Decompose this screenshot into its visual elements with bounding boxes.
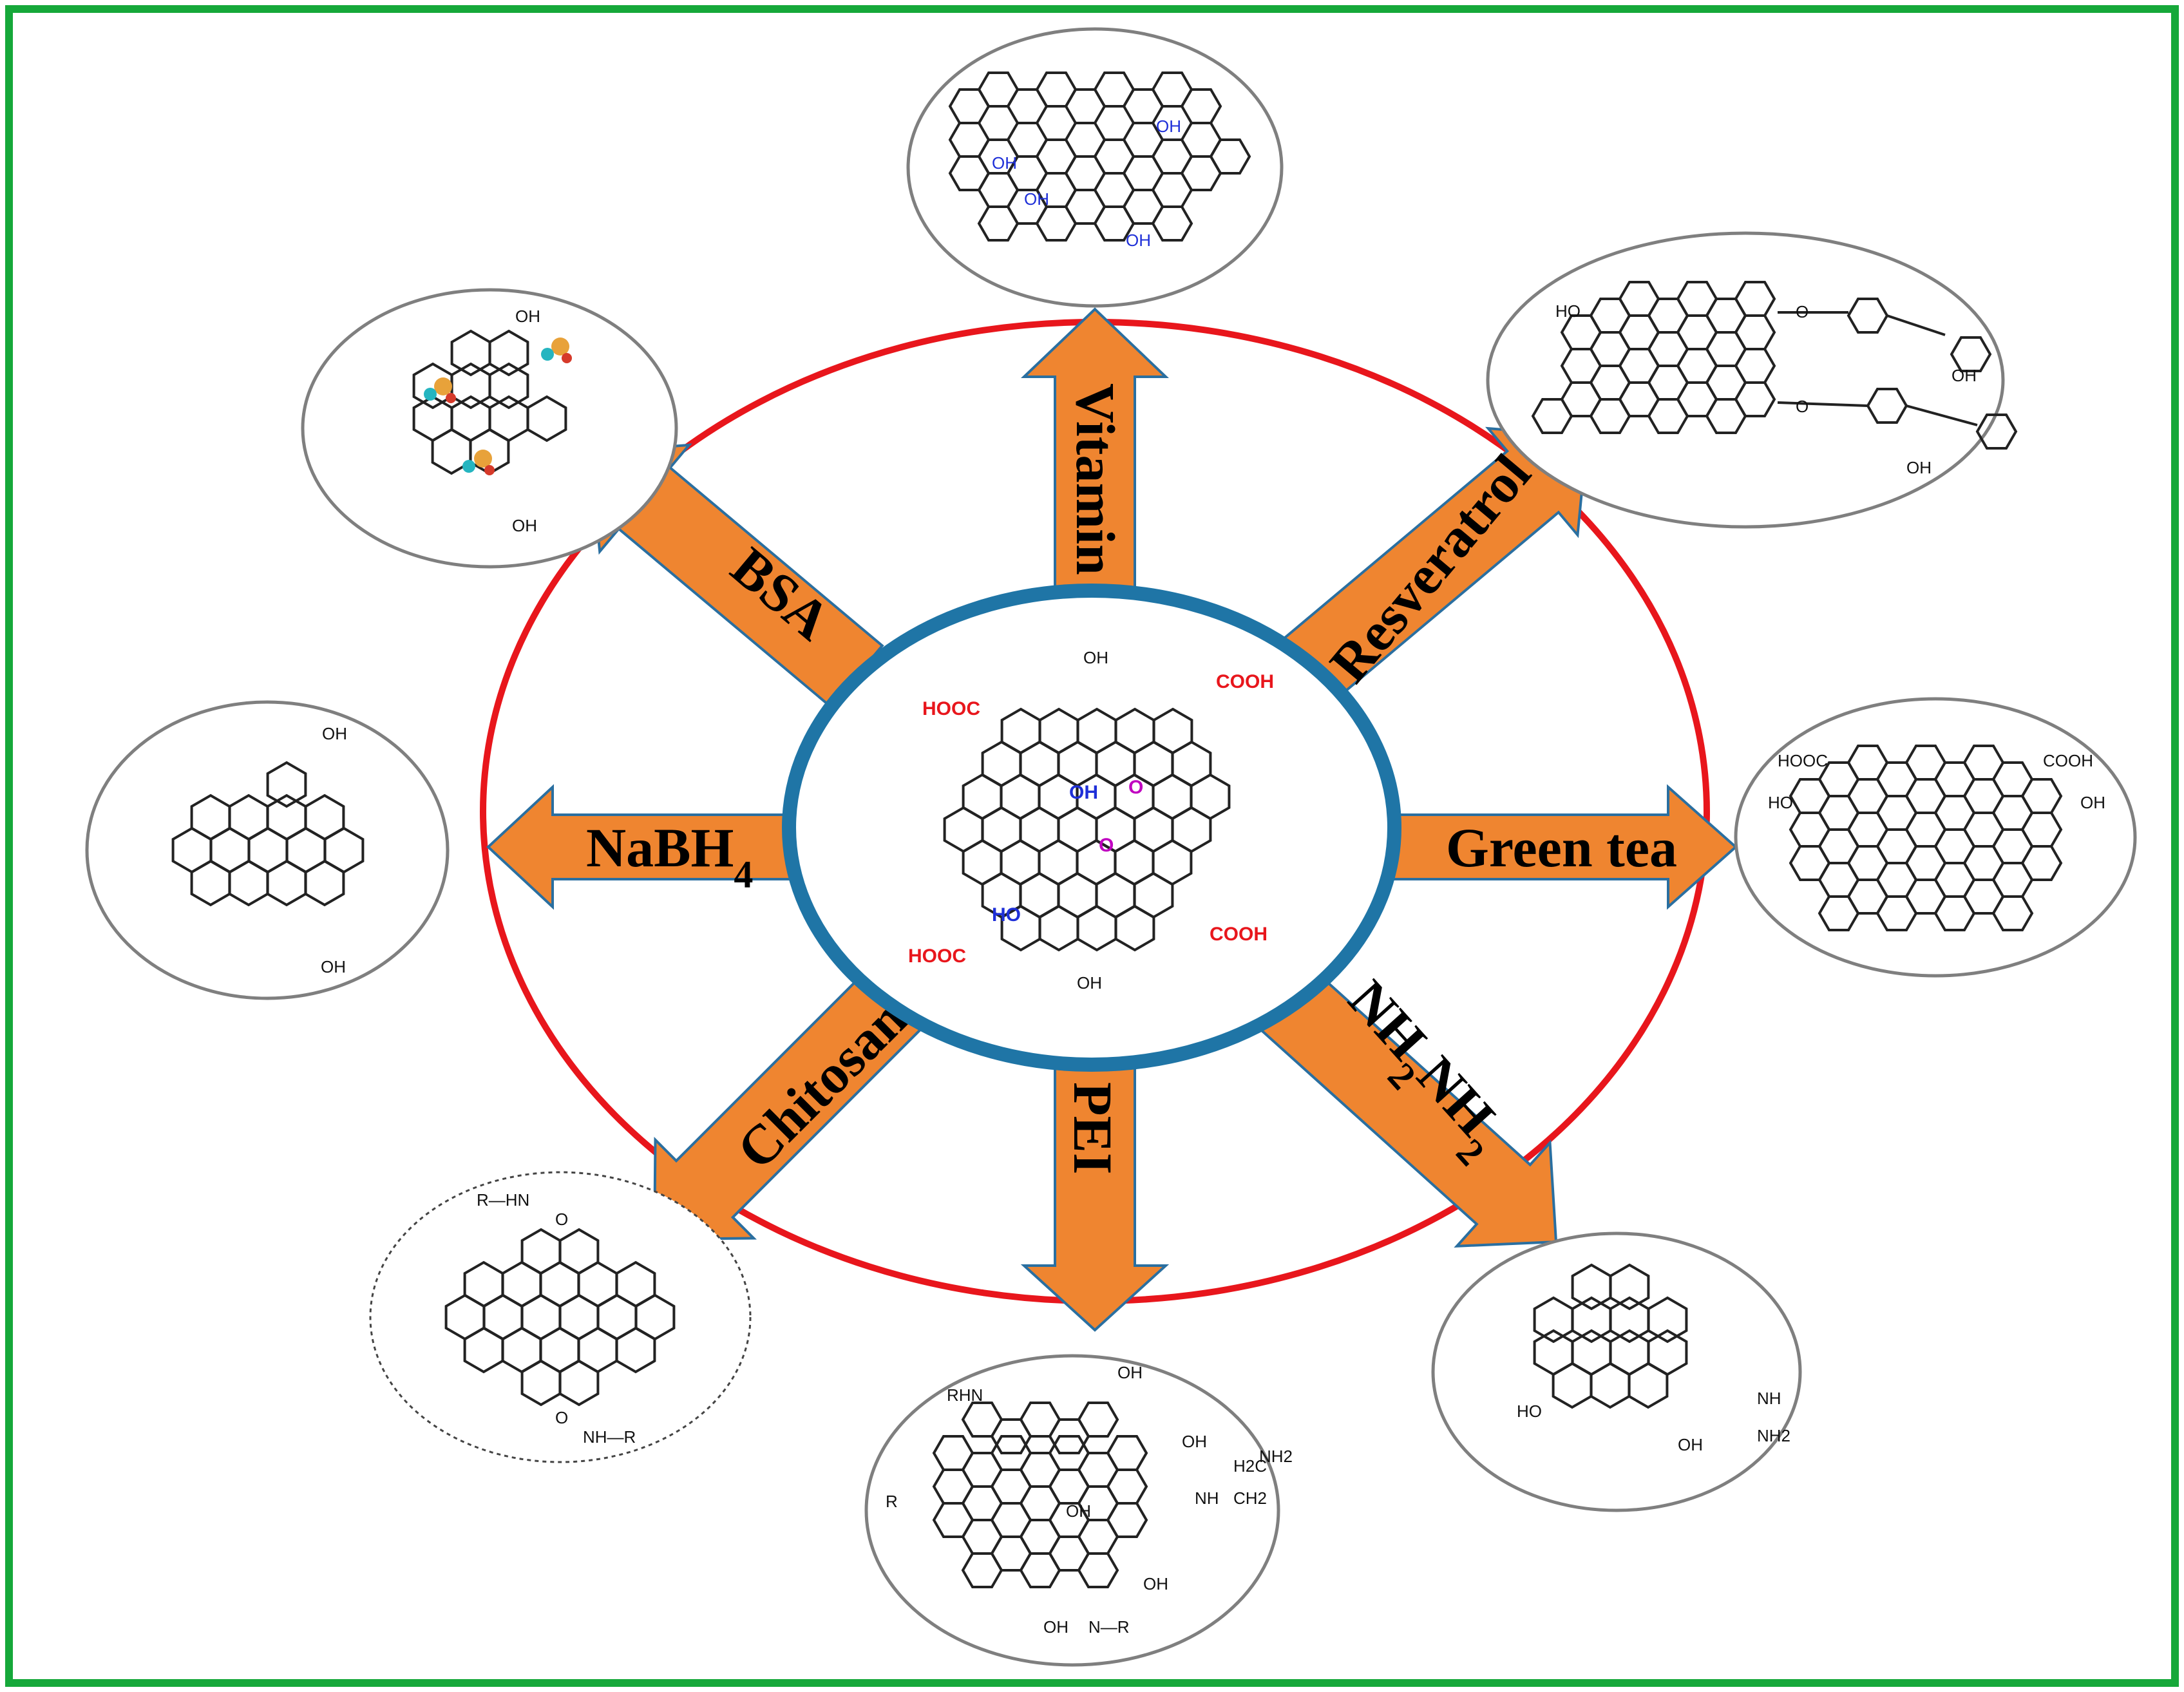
go-epoxy-1: O bbox=[1128, 777, 1143, 798]
pei-oh-rb: OH bbox=[1143, 1574, 1168, 1593]
reducer-arrows-diagonal bbox=[589, 426, 1589, 1248]
go-oh-top: OH bbox=[1083, 648, 1108, 667]
go-oh-bottom: OH bbox=[1077, 973, 1102, 993]
center-ring bbox=[782, 584, 1401, 1072]
hz-nh2: NH2 bbox=[1757, 1426, 1790, 1445]
nb-oh-bottom: OH bbox=[321, 957, 346, 976]
go-epoxy-2: O bbox=[1099, 835, 1114, 856]
pei-r: R bbox=[886, 1492, 898, 1511]
go-hooc-top: HOOC bbox=[922, 698, 980, 719]
pei-h2c: H2C bbox=[1233, 1456, 1267, 1476]
rs-o2: O bbox=[1796, 397, 1809, 416]
hz-oh: OH bbox=[1678, 1435, 1703, 1454]
nb-oh-top: OH bbox=[322, 724, 347, 743]
pei-ch2: CH2 bbox=[1233, 1488, 1267, 1508]
pei-oh-top: OH bbox=[1117, 1363, 1143, 1382]
rs-ho: HO bbox=[1555, 301, 1581, 321]
pei-nr: N—R bbox=[1088, 1617, 1130, 1637]
outer-frame bbox=[5, 5, 2179, 1687]
pei-nh2: NH2 bbox=[1259, 1447, 1293, 1466]
structure-resveratrol: HO O O OH OH bbox=[1486, 231, 2017, 529]
rs-oh2: OH bbox=[1906, 458, 1932, 477]
rs-o1: O bbox=[1796, 302, 1809, 321]
pei-oh-center: OH bbox=[1066, 1501, 1091, 1521]
arrow-pei bbox=[1020, 1049, 1170, 1332]
structure-chitosan: R—HN O O NH—R bbox=[369, 1171, 752, 1463]
structure-nabh4: OH OH bbox=[85, 700, 450, 1000]
bsa-protein-markers bbox=[424, 337, 572, 475]
graphene-oxide-structure: HOOC COOH OH OH O O HO HOOC COOH OH bbox=[908, 648, 1274, 993]
arrow-nabh4 bbox=[486, 784, 795, 910]
vc-oh-2: OH bbox=[1156, 117, 1181, 136]
structure-bsa: OH OH bbox=[301, 288, 678, 569]
structure-green-tea: HOOC COOH HO OH bbox=[1734, 697, 2137, 978]
rs-oh1: OH bbox=[1951, 366, 1977, 385]
label-green-tea: Green tea bbox=[1446, 817, 1677, 879]
ch-o-top: O bbox=[555, 1210, 568, 1229]
pei-rhn: RHN bbox=[947, 1385, 983, 1405]
go-ho-lower: HO bbox=[992, 904, 1021, 926]
arrow-chitosan bbox=[653, 958, 935, 1240]
structure-hydrazine: HO OH NH NH2 bbox=[1431, 1231, 1802, 1512]
ch-o-bottom: O bbox=[555, 1408, 568, 1427]
structure-pei: RHN OH OH NH CH2 H2C NH2 R OH OH OH N—R bbox=[864, 1354, 1293, 1667]
reducer-arrows bbox=[486, 307, 1738, 1332]
ch-rhn: R—HN bbox=[477, 1190, 529, 1210]
arrow-vitamin-c bbox=[1021, 307, 1169, 600]
hz-ho: HO bbox=[1517, 1402, 1542, 1421]
pei-oh-right: OH bbox=[1182, 1432, 1207, 1451]
label-nabh4: NaBH4 bbox=[586, 817, 753, 896]
label-pei: PEI bbox=[1062, 1082, 1124, 1174]
label-resveratrol: Resveratrol bbox=[1318, 442, 1543, 694]
gt-ho: HO bbox=[1768, 793, 1793, 812]
go-cooh-top: COOH bbox=[1216, 671, 1274, 692]
gt-hooc: HOOC bbox=[1778, 751, 1828, 770]
vc-oh-3: OH bbox=[1024, 189, 1049, 209]
pei-oh-bottom: OH bbox=[1043, 1617, 1068, 1637]
structure-vitamin-c: OH OH OH OH bbox=[906, 27, 1284, 308]
pei-nh: NH bbox=[1195, 1488, 1219, 1508]
vc-oh-1: OH bbox=[992, 153, 1017, 173]
bsa-oh-bottom: OH bbox=[512, 516, 537, 535]
bsa-oh-top: OH bbox=[515, 307, 540, 326]
vc-oh-4: OH bbox=[1126, 231, 1151, 250]
go-oh-mid: OH bbox=[1069, 782, 1098, 803]
arrow-hydrazine bbox=[1249, 960, 1558, 1248]
arrow-green-tea bbox=[1374, 784, 1738, 910]
go-cooh-bottom: COOH bbox=[1210, 924, 1268, 945]
gt-cooh: COOH bbox=[2043, 751, 2093, 770]
gt-oh: OH bbox=[2080, 793, 2105, 812]
ch-nhr: NH—R bbox=[583, 1427, 636, 1447]
go-hooc-bottom: HOOC bbox=[908, 946, 966, 967]
hz-nh: NH bbox=[1757, 1389, 1781, 1408]
